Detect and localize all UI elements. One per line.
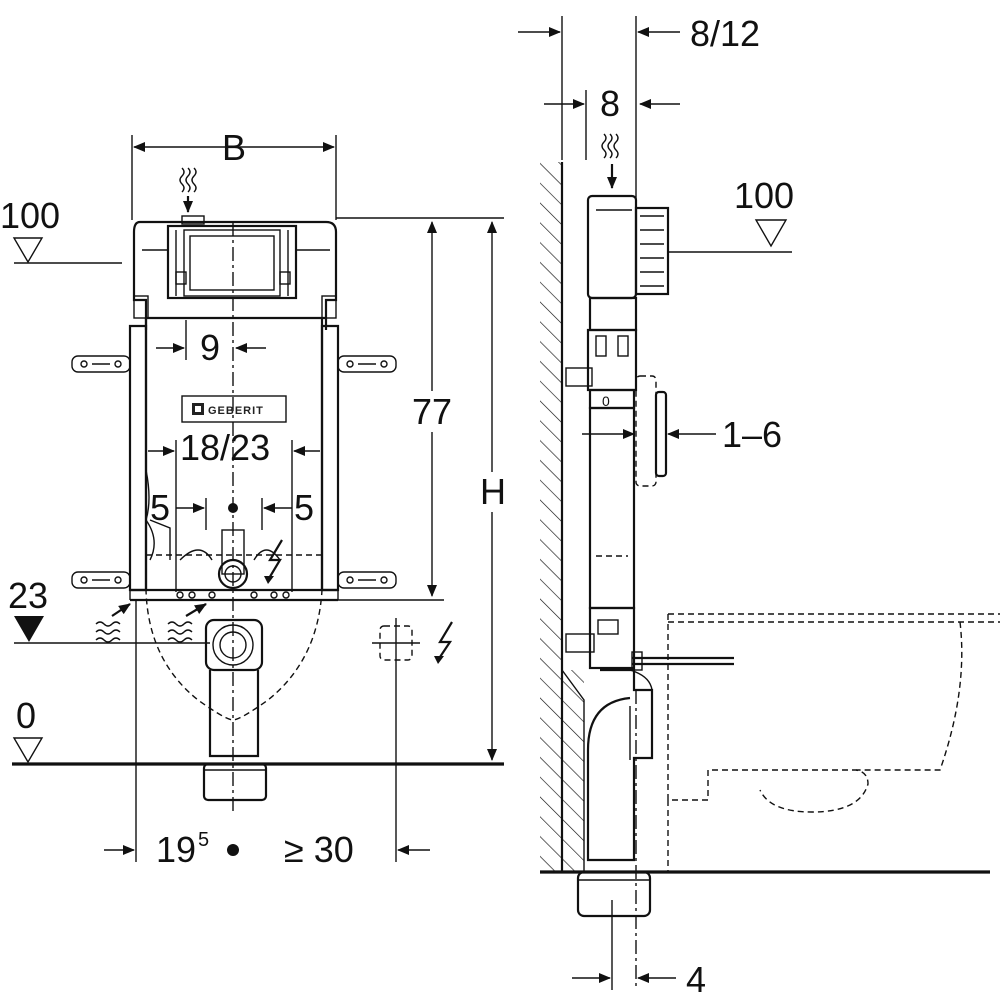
electric-socket [372, 618, 453, 862]
level-0: 0 [12, 695, 504, 766]
bowl-outline [145, 554, 323, 721]
width-label: B [222, 127, 246, 168]
flush-plate [635, 375, 668, 487]
width-dimension: B [131, 127, 337, 220]
top-label: 8/12 [690, 13, 760, 54]
side-view: 8/12 8 [518, 13, 1000, 1000]
spacing-label: 18/23 [180, 427, 270, 468]
bracket-top-right [337, 355, 397, 373]
frame-side: 0 [565, 194, 734, 671]
brand-logo: GEBERIT [181, 395, 287, 423]
height-label-backdrop [410, 391, 455, 432]
cistern [132, 215, 338, 320]
panel-range-dimension: 1–6 [582, 414, 782, 455]
electric-icon [264, 539, 283, 584]
spacing-dimension: 18/23 [148, 427, 320, 592]
depth-dimension: 8 [544, 83, 680, 160]
top-depth-dimension: 8/12 [518, 13, 760, 220]
level-marker-icon [12, 237, 44, 264]
level-label: 100 [734, 175, 794, 216]
bottom-right-label: ≥ 30 [284, 829, 354, 870]
front-view: B 100 [0, 127, 508, 870]
bottom-left-sup: 5 [198, 829, 209, 851]
top-level-label: 100 [0, 195, 60, 236]
svg-text:0: 0 [602, 393, 610, 409]
level-23-label: 23 [8, 575, 48, 616]
drain-bend [576, 668, 654, 990]
total-height-dimension: H [478, 221, 508, 761]
bracket-bottom-left [71, 571, 131, 589]
level-marker-icon [14, 616, 44, 642]
bracket-bottom-right [337, 571, 397, 589]
bowl-side-outline [667, 613, 1000, 872]
level-100-side: 100 [668, 175, 794, 253]
mid-dimension: 9 [156, 320, 266, 368]
logo-label: GEBERIT [208, 405, 264, 417]
offset-dimensions: 5 5 [150, 487, 314, 530]
water-supply-icon [95, 603, 207, 643]
bracket-top-left [71, 355, 131, 373]
level-100-left: 100 [0, 195, 122, 264]
height-77-dimension: 77 [336, 217, 504, 601]
water-supply-icon [601, 133, 619, 189]
total-height-label: H [480, 471, 506, 512]
level-23: 23 [8, 575, 210, 644]
inner-fittings [145, 469, 290, 599]
bottom-dimensions: 19 5 ≥ 30 [104, 600, 430, 870]
bottom-label: 4 [686, 959, 706, 1000]
left-offset-label: 5 [150, 487, 170, 528]
drain-pipe [202, 618, 268, 802]
bottom-dimension: 4 [572, 900, 706, 1000]
panel-range-label: 1–6 [722, 414, 782, 455]
depth-label: 8 [600, 83, 620, 124]
level-marker-icon [754, 219, 788, 248]
height-label: 77 [412, 391, 452, 432]
electric-icon [434, 621, 453, 664]
mid-label: 9 [200, 327, 220, 368]
bottom-left-main: 19 [156, 829, 196, 870]
right-offset-label: 5 [294, 487, 314, 528]
wall [540, 162, 585, 872]
water-supply-icon [179, 167, 197, 213]
level-marker-icon [12, 737, 44, 764]
floor-level-label: 0 [16, 695, 36, 736]
